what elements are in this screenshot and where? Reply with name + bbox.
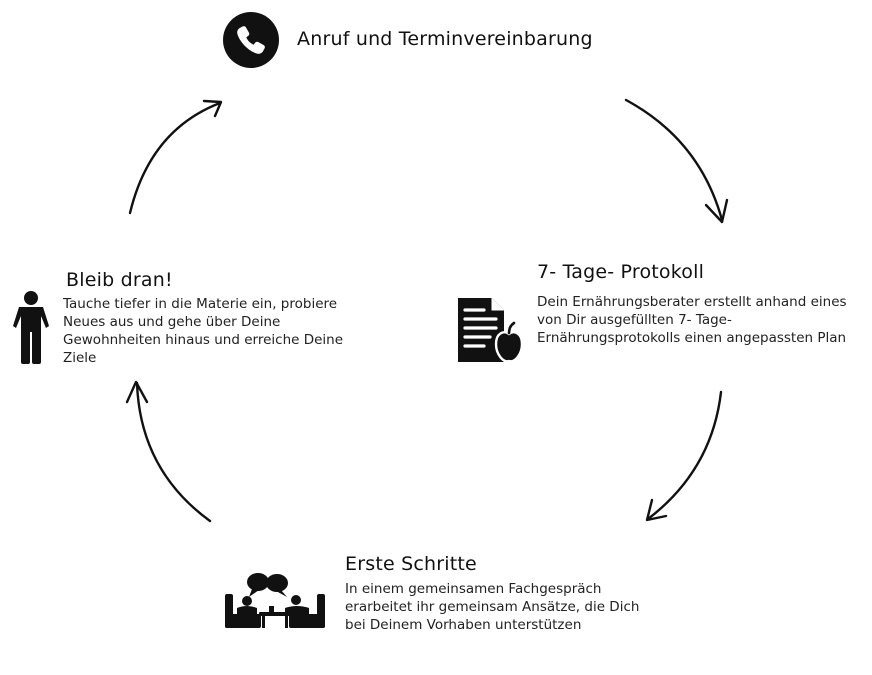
step-first-steps-line: erarbeitet ihr gemeinsam Ansätze, die Di… [345, 599, 640, 615]
arrow-first-steps-to-stay [125, 380, 212, 523]
step-stay-description: Tauche tiefer in die Materie ein, probie… [63, 295, 343, 367]
arrow-protocol-to-first-steps [645, 390, 723, 522]
phone-icon [223, 12, 279, 68]
step-protocol-title: 7- Tage- Protokoll [537, 261, 705, 283]
step-stay-title: Bleib dran! [66, 269, 173, 291]
step-stay-line: Gewohnheiten hinaus und erreiche Deine [63, 332, 344, 348]
arrow-call-to-protocol [624, 98, 729, 224]
document-apple-icon [456, 296, 526, 366]
meeting-icon [221, 570, 329, 632]
step-protocol-line: von Dir ausgefüllten 7- Tage- [537, 312, 732, 328]
step-stay-line: Neues aus und gehe über Deine [63, 314, 281, 330]
arrow-stay-to-call [128, 99, 223, 215]
step-call-title: Anruf und Terminvereinbarung [297, 28, 593, 50]
step-protocol-description: Dein Ernährungsberater erstellt anhand e… [537, 293, 847, 347]
step-first-steps-line: In einem gemeinsamen Fachgespräch [345, 581, 602, 597]
step-first-steps-title: Erste Schritte [345, 553, 477, 575]
step-stay-line: Ziele [63, 350, 97, 366]
step-protocol-line: Dein Ernährungsberater erstellt anhand e… [537, 294, 847, 310]
step-first-steps-line: bei Deinem Vorhaben unterstützen [345, 617, 582, 633]
person-icon [11, 290, 51, 366]
step-first-steps-description: In einem gemeinsamen Fachgespräch erarbe… [345, 580, 639, 634]
step-stay-line: Tauche tiefer in die Materie ein, probie… [63, 296, 338, 312]
step-protocol-line: Ernährungsprotokolls einen angepassten P… [537, 330, 847, 346]
